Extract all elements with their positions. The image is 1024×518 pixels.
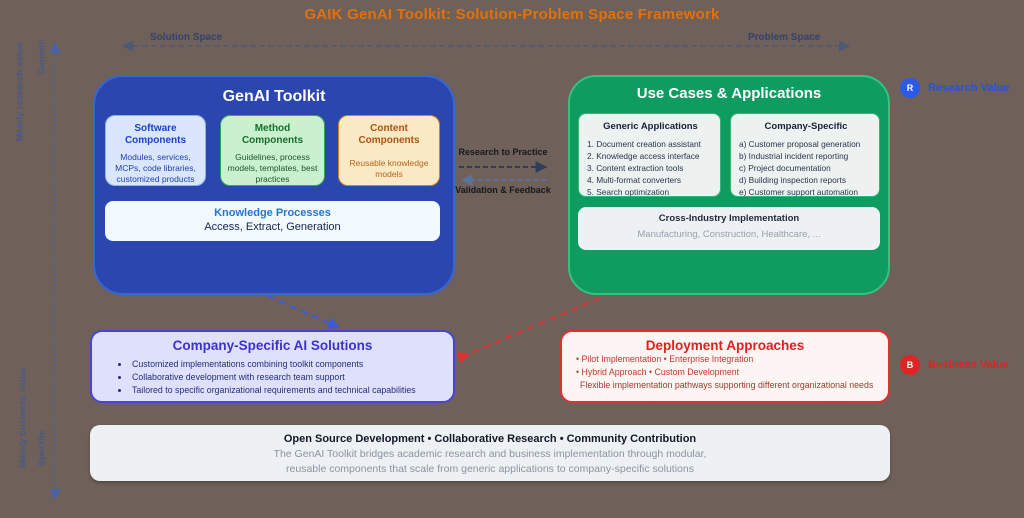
research-to-practice-label: Research to Practice	[458, 147, 548, 157]
content-components-card: Content Components Reusable knowledge mo…	[338, 115, 440, 186]
company-specific-card: Company-Specific a) Customer proposal ge…	[730, 113, 880, 197]
page-title: GAIK GenAI Toolkit: Solution-Problem Spa…	[304, 6, 720, 23]
footer-line: reusable components that scale from gene…	[286, 463, 694, 475]
research-value-badge-icon: R	[900, 78, 920, 98]
business-value-label: Business Value	[928, 359, 1009, 371]
use-cases-title: Use Cases & Applications	[636, 85, 822, 102]
solution-item: Tailored to specific organizational requ…	[130, 384, 453, 397]
mainly-research-value-label: Mainly research value	[14, 42, 26, 142]
solution-item: Customized implementations combining too…	[130, 358, 453, 371]
generic-app-item: 1. Document creation assistant	[587, 139, 701, 149]
deployment-approaches-box: Deployment Approaches • Pilot Implementa…	[560, 330, 890, 403]
deployment-line: • Pilot Implementation • Enterprise Inte…	[576, 354, 754, 364]
research-value-label: Research Value	[928, 82, 1010, 94]
genai-toolkit-title: GenAI Toolkit	[222, 88, 326, 105]
toolkit-to-solutions-connector	[267, 295, 341, 329]
footer-line: The GenAI Toolkit bridges academic resea…	[273, 448, 707, 460]
solution-space-label: Solution Space	[150, 32, 223, 43]
validation-feedback-label: Validation & Feedback	[455, 185, 551, 195]
company-app-item: d) Building inspection reports	[739, 175, 846, 186]
company-app-item: b) Industrial incident reporting	[739, 151, 849, 162]
generic-applications-card: Generic Applications 1. Document creatio…	[578, 113, 721, 197]
company-solutions-title: Company-Specific AI Solutions	[172, 338, 373, 353]
footer-title: Open Source Development • Collaborative …	[283, 433, 697, 445]
company-app-item: e) Customer support automation	[739, 187, 858, 198]
cross-industry-subtitle: Manufacturing, Construction, Healthcare,…	[637, 229, 821, 240]
deployment-approaches-title: Deployment Approaches	[645, 338, 805, 353]
software-components-body: Modules, services, MCPs, code libraries,…	[115, 152, 196, 185]
company-app-item: a) Customer proposal generation	[739, 139, 861, 149]
company-app-item: c) Project documentation	[739, 163, 831, 174]
generic-app-item: 3. Content extraction tools	[587, 163, 684, 174]
problem-space-label: Problem Space	[748, 32, 821, 43]
knowledge-processes-bar: Knowledge Processes Access, Extract, Gen…	[105, 201, 440, 241]
generic-app-item: 2. Knowledge access interface	[587, 151, 700, 162]
company-specific-title: Company-Specific	[764, 121, 848, 132]
generic-label: Generic	[36, 39, 48, 75]
generic-applications-title: Generic Applications	[603, 121, 698, 132]
knowledge-processes-subtitle: Access, Extract, Generation	[204, 221, 341, 233]
content-components-title: Content Components	[358, 123, 420, 146]
cross-industry-title: Cross-Industry Implementation	[658, 213, 800, 224]
cross-industry-bar: Cross-Industry Implementation Manufactur…	[578, 207, 880, 250]
solution-item: Collaborative development with research …	[130, 371, 453, 384]
business-value-badge-icon: B	[900, 355, 920, 375]
content-components-body: Reusable knowledge models	[349, 158, 429, 180]
method-components-title: Method Components	[241, 123, 304, 146]
deployment-note: Flexible implementation pathways support…	[580, 380, 874, 391]
deployment-line: • Hybrid Approach • Custom Development	[576, 367, 740, 378]
method-components-card: Method Components Guidelines, process mo…	[220, 115, 325, 186]
company-solutions-box: Company-Specific AI Solutions Customized…	[90, 330, 455, 403]
software-components-title: Software Components	[124, 123, 187, 146]
open-source-footer-bar: Open Source Development • Collaborative …	[90, 425, 890, 481]
mainly-business-value-label: Mainly business value	[17, 367, 29, 469]
software-components-card: Software Components Modules, services, M…	[105, 115, 206, 186]
generic-app-item: 4. Multi-format converters	[587, 175, 682, 186]
method-components-body: Guidelines, process models, templates, b…	[227, 152, 318, 185]
knowledge-processes-title: Knowledge Processes	[214, 207, 331, 219]
specific-label: Specific	[36, 429, 48, 467]
generic-app-item: 5. Search optimization	[587, 187, 670, 198]
